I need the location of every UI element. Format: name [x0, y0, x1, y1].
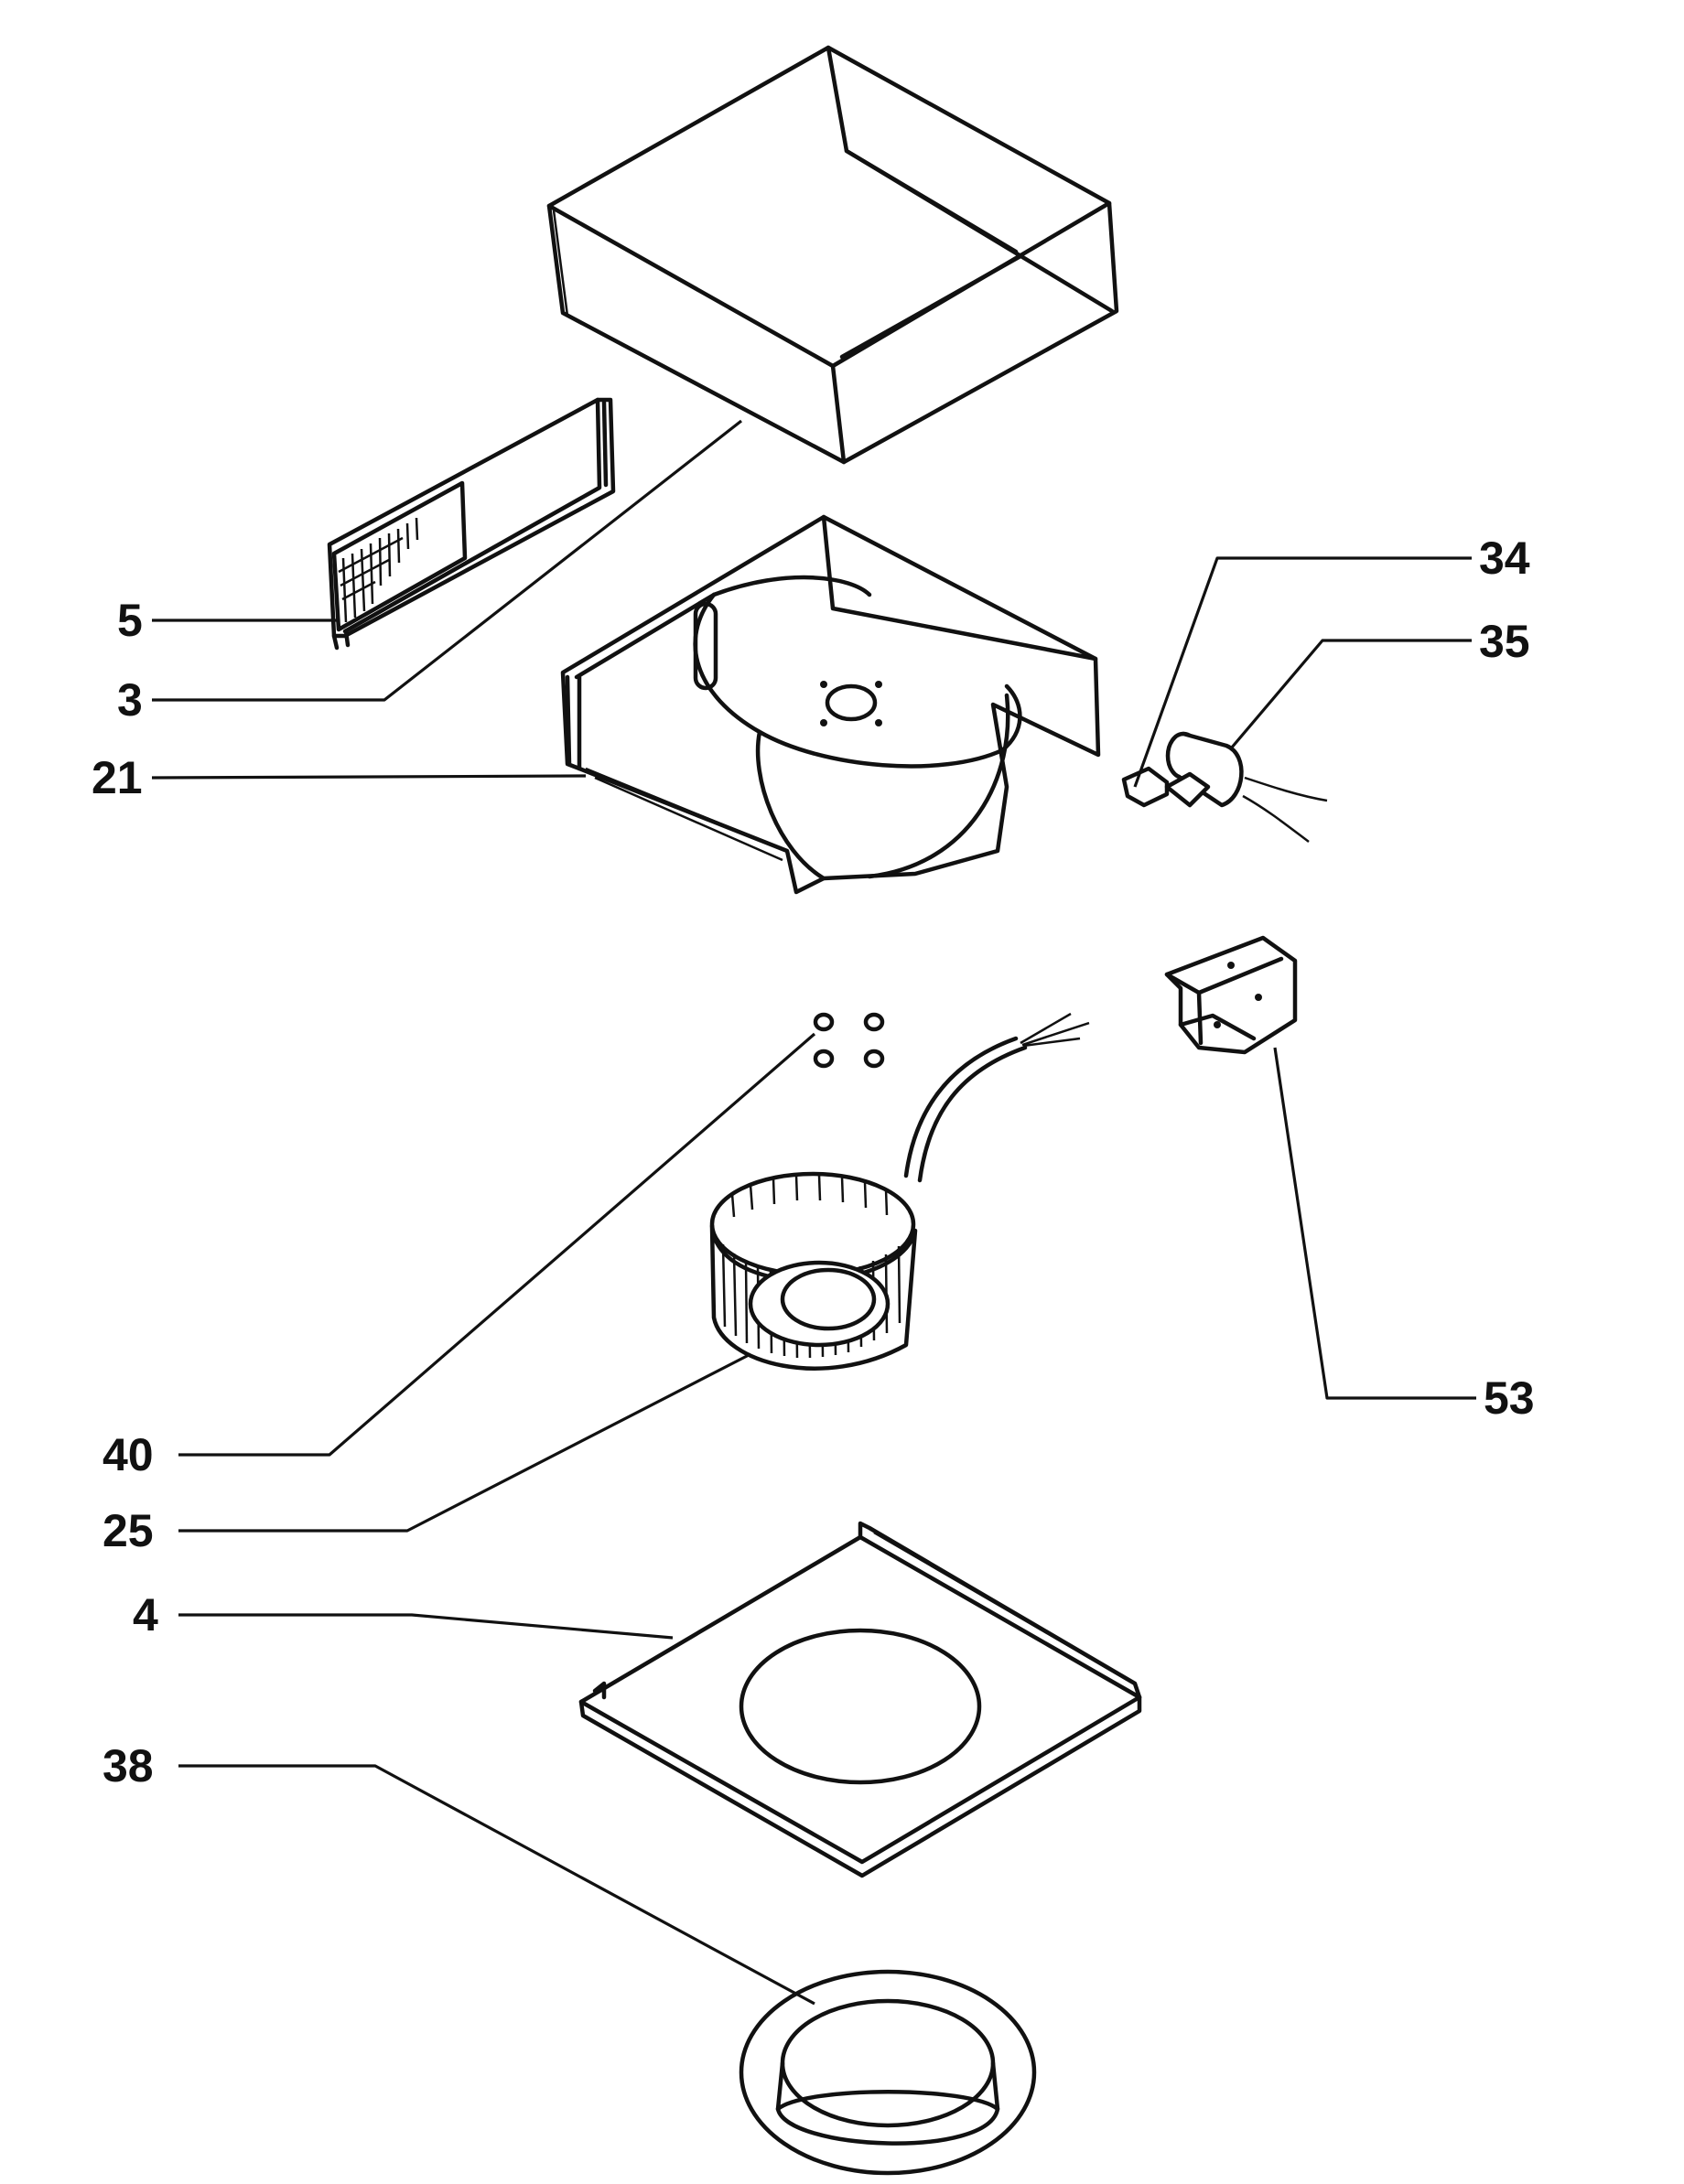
- callout-25: 25: [103, 1505, 154, 1556]
- part-21-blower-housing: [560, 514, 1101, 895]
- part-35-capacitor: [1121, 731, 1328, 843]
- leader-34: [1133, 556, 1472, 788]
- callout-35: 35: [1479, 616, 1530, 667]
- callout-3: 3: [117, 674, 143, 726]
- part-4-ceiling-plate: [578, 1521, 1142, 1878]
- callout-40: 40: [103, 1429, 154, 1480]
- leader-25: [178, 1352, 751, 1533]
- leader-lines: [151, 419, 1476, 2006]
- leader-4: [178, 1613, 674, 1640]
- grille-slots: [338, 517, 419, 623]
- callout-5: 5: [117, 595, 143, 646]
- callout-38: 38: [103, 1740, 154, 1791]
- callout-34: 34: [1479, 533, 1530, 584]
- callout-53: 53: [1484, 1372, 1535, 1424]
- part-25-blower-wheel: [709, 1171, 918, 1371]
- leader-21: [151, 774, 587, 780]
- leader-53: [1273, 1047, 1476, 1400]
- part-40-washers: [813, 1012, 885, 1069]
- callout-4: 4: [133, 1589, 158, 1641]
- callout-21: 21: [92, 752, 143, 803]
- callout-labels: 5 3 21 34 35 40 25 53 4 38: [92, 533, 1535, 1791]
- part-38-duct-collar: [739, 1969, 1037, 2176]
- leader-40: [178, 1032, 816, 1457]
- part-3-top-cover: [546, 45, 1119, 465]
- leader-35: [1229, 639, 1472, 750]
- leader-3: [152, 419, 742, 702]
- motor-lead-wires: [903, 1012, 1090, 1183]
- part-5-grille-panel: [327, 397, 616, 651]
- leader-38: [178, 1764, 815, 2006]
- part-53-mounting-bracket: [1164, 935, 1298, 1055]
